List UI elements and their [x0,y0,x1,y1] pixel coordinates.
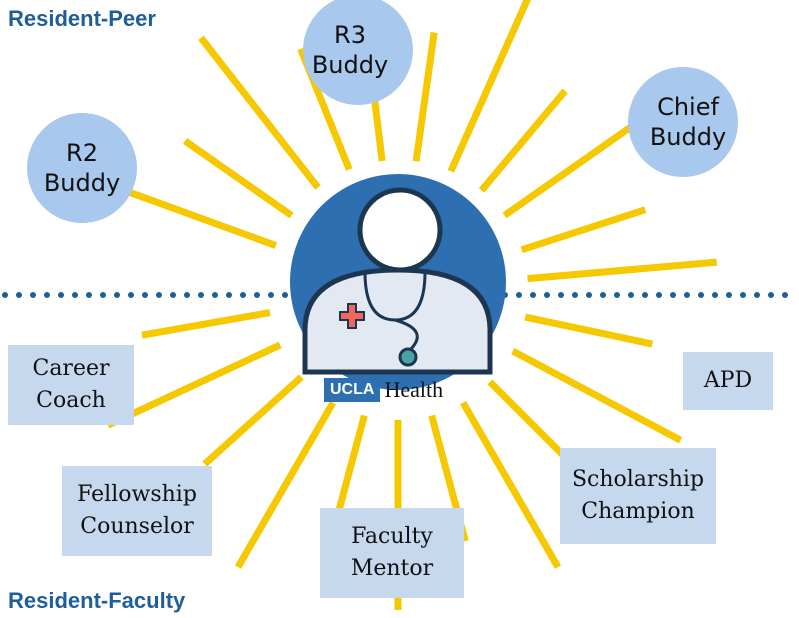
ucla-health-logo: UCLA Health [324,377,443,403]
ray [198,35,321,190]
logo-health: Health [384,377,444,402]
apd-box: APD [683,352,773,410]
ray [106,341,282,429]
r3-bubble [303,0,413,105]
ray [447,0,531,173]
doctor-icon [290,174,506,390]
chief-bubble [628,67,738,177]
resident-faculty-heading: Resident-Faculty [8,588,186,613]
ray [183,138,294,219]
ray [202,374,304,467]
ray [524,313,654,348]
logo-ucla: UCLA [324,378,381,402]
ray [527,258,718,283]
resident-peer-heading: Resident-Peer [8,6,156,31]
ray [520,206,647,254]
ray [459,400,562,569]
ray [141,309,271,339]
ray [234,400,337,569]
ray [412,32,438,162]
ray [511,347,683,444]
r2-bubble [27,113,137,223]
ray [478,88,568,193]
